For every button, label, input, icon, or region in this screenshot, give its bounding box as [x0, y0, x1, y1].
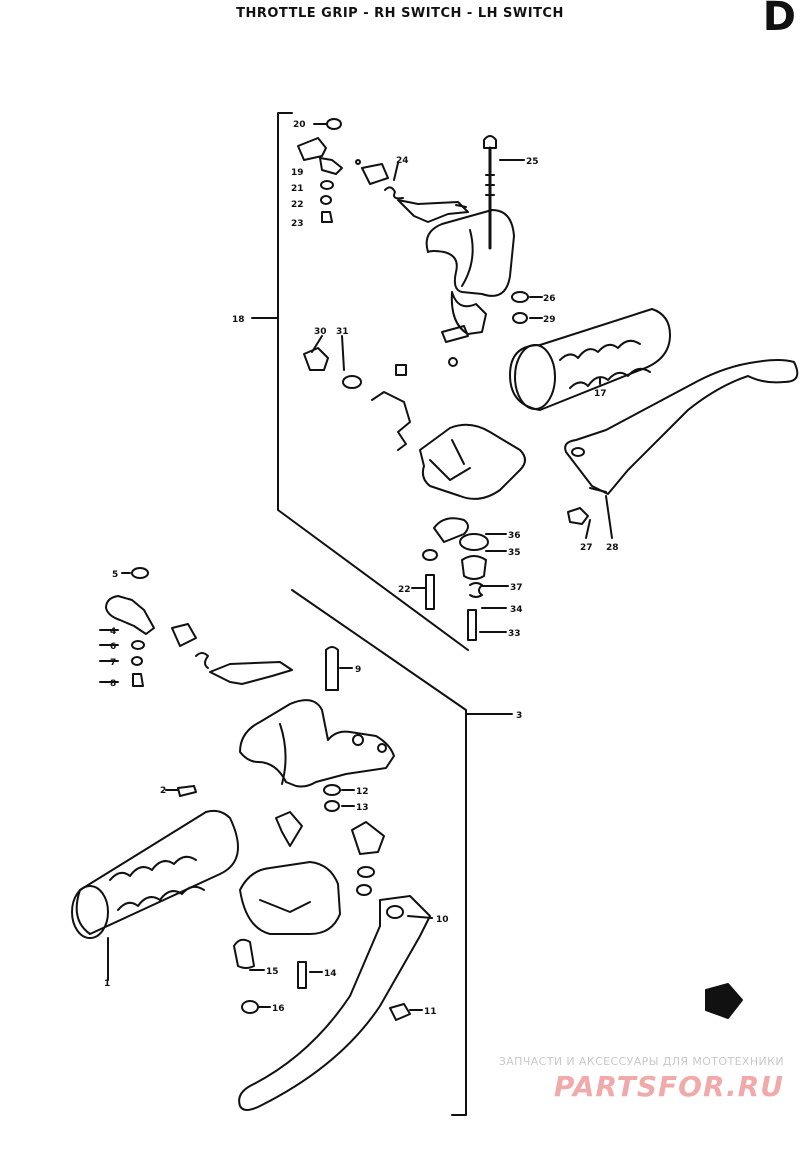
callout-9-bolt: 9 — [355, 665, 361, 675]
callout-30: 30 — [314, 327, 327, 337]
callout-27: 27 — [580, 543, 593, 553]
callout-16: 16 — [272, 1004, 285, 1014]
callout-33: 33 — [508, 629, 521, 639]
callout-labels: 20 19 21 22 23 24 25 26 29 18 30 31 17 2… — [104, 120, 619, 1017]
callout-7: 7 — [110, 658, 116, 668]
upper-assembly-bracket — [251, 112, 469, 651]
callout-17: 17 — [594, 389, 607, 399]
callout-20: 20 — [293, 120, 306, 130]
callout-24: 24 — [396, 156, 409, 166]
callout-21: 21 — [291, 184, 304, 194]
callout-13: 13 — [356, 803, 369, 813]
watermark-tagline: ЗАПЧАСТИ И АКСЕССУАРЫ ДЛЯ МОТОТЕХНИКИ — [498, 1055, 784, 1068]
callout-31: 31 — [336, 327, 349, 337]
callout-1: 1 — [104, 979, 110, 989]
throttle-grip — [509, 308, 671, 411]
diagram-title: THROTTLE GRIP - RH SWITCH - LH SWITCH — [236, 6, 564, 21]
callout-5: 5 — [112, 570, 118, 580]
brake-lever — [564, 359, 799, 525]
lh-switch-upper-housing — [165, 646, 395, 812]
callout-3: 3 — [516, 711, 522, 721]
lower-small-parts — [99, 567, 293, 687]
site-watermark: ЗАПЧАСТИ И АКСЕССУАРЫ ДЛЯ МОТОТЕХНИКИ PA… — [499, 1055, 784, 1103]
callout-34: 34 — [510, 605, 523, 615]
watermark-logo: PARTSFOR.RU — [553, 1070, 784, 1103]
callout-22: 22 — [291, 200, 304, 210]
callout-14: 14 — [324, 969, 337, 979]
rh-switch-lower-housing — [303, 159, 613, 641]
callout-29: 29 — [543, 315, 556, 325]
callout-22b: 22 — [398, 585, 411, 595]
lower-assembly-bracket — [291, 589, 513, 1116]
callout-23: 23 — [291, 219, 304, 229]
upper-small-parts — [297, 118, 469, 223]
callout-37: 37 — [510, 583, 523, 593]
callout-26: 26 — [543, 294, 556, 304]
callout-15: 15 — [266, 967, 279, 977]
callout-6: 6 — [110, 642, 116, 652]
callout-18: 18 — [232, 315, 245, 325]
callout-2: 2 — [160, 786, 166, 796]
lh-switch-lower-housing — [233, 811, 385, 1014]
lh-handlebar-grip — [71, 809, 239, 981]
callout-4: 4 — [110, 627, 116, 637]
callout-36: 36 — [508, 531, 521, 541]
callout-28: 28 — [606, 543, 619, 553]
rh-switch-upper-housing — [425, 135, 529, 367]
callout-10: 10 — [436, 915, 449, 925]
corner-section-mark: D — [762, 0, 796, 40]
callout-8: 8 — [110, 679, 116, 689]
callout-35: 35 — [508, 548, 521, 558]
callout-11: 11 — [424, 1007, 437, 1017]
callout-25: 25 — [526, 157, 539, 167]
direction-arrow-icon — [705, 983, 743, 1019]
callout-12: 12 — [356, 787, 369, 797]
clutch-lever — [238, 895, 433, 1111]
callout-19: 19 — [291, 168, 304, 178]
